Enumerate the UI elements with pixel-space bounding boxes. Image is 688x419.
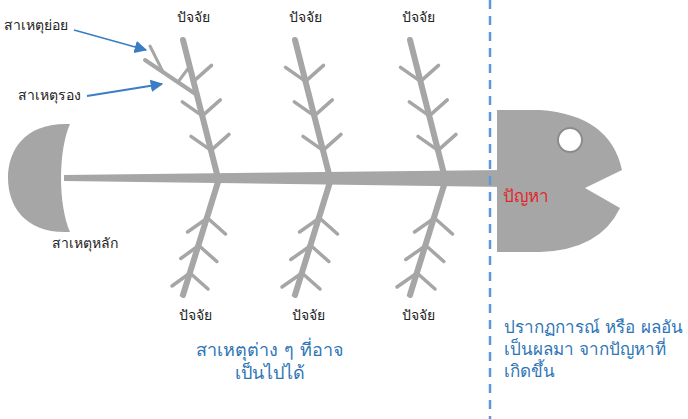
rib <box>300 218 320 232</box>
rib <box>426 246 444 262</box>
rib <box>302 273 320 289</box>
main-bone <box>410 182 445 295</box>
fish-bones <box>145 40 456 295</box>
problem-head: ปัญหา <box>495 106 625 256</box>
rib <box>429 100 447 116</box>
fish-head <box>497 110 622 252</box>
factor-label: ปัจจัย <box>177 8 210 26</box>
divider-line <box>489 0 492 419</box>
factor-label: ปัจจัย <box>179 306 212 324</box>
main-cause-label: สาเหตุหลัก <box>52 234 118 252</box>
rib <box>188 218 208 232</box>
secondary-cause-label: สาเหตุรอง <box>18 86 81 104</box>
rib <box>401 67 421 81</box>
factor-label: ปัจจัย <box>402 306 435 324</box>
rib <box>208 218 226 234</box>
rib <box>191 136 211 150</box>
main-bone <box>295 40 330 178</box>
fish-spine <box>64 170 505 187</box>
rib <box>409 102 429 116</box>
problem-label: ปัญหา <box>503 186 625 206</box>
rib <box>291 246 311 260</box>
rib <box>435 218 453 234</box>
main-bone <box>183 40 218 178</box>
main-bone <box>410 40 445 178</box>
rib <box>314 100 332 116</box>
rib <box>417 273 435 289</box>
rib <box>397 273 417 287</box>
rib <box>202 100 220 116</box>
causes-caption: สาเหตุต่าง ๆ ที่อาจเป็นไปได้ <box>183 338 358 385</box>
rib <box>418 136 438 150</box>
rib <box>172 273 190 286</box>
rib <box>199 246 217 262</box>
rib <box>181 246 199 259</box>
effect-caption: ปรากฏการณ์ หรือ ผลอันเป็นผลมา จากปัญหาที… <box>504 316 684 382</box>
minor-bone <box>150 46 163 72</box>
rib <box>211 134 229 150</box>
main-bone <box>183 182 218 295</box>
head-shape <box>495 106 625 256</box>
factor-label: ปัจจัย <box>289 8 322 26</box>
factor-label: ปัจจัย <box>292 306 325 324</box>
minor-cause-label: สาเหตุย่อย <box>4 16 68 34</box>
fish-eye <box>558 128 582 152</box>
main-bone <box>295 182 330 295</box>
pointer-arrow <box>74 30 146 50</box>
rib <box>190 273 208 289</box>
rib <box>194 65 212 81</box>
rib <box>303 136 323 150</box>
pointer-arrow <box>87 84 162 96</box>
rib <box>286 67 306 81</box>
fish-tail <box>8 124 70 232</box>
rib <box>421 65 439 81</box>
secondary-bone <box>145 60 197 95</box>
rib <box>320 218 338 234</box>
rib <box>294 102 314 116</box>
minor-bone <box>178 66 190 82</box>
rib <box>438 134 456 150</box>
rib <box>282 273 302 287</box>
rib <box>306 65 324 81</box>
factor-label: ปัจจัย <box>402 8 435 26</box>
rib <box>415 218 435 232</box>
rib <box>311 246 329 262</box>
rib <box>182 102 202 116</box>
rib <box>323 134 341 150</box>
rib <box>406 246 426 260</box>
